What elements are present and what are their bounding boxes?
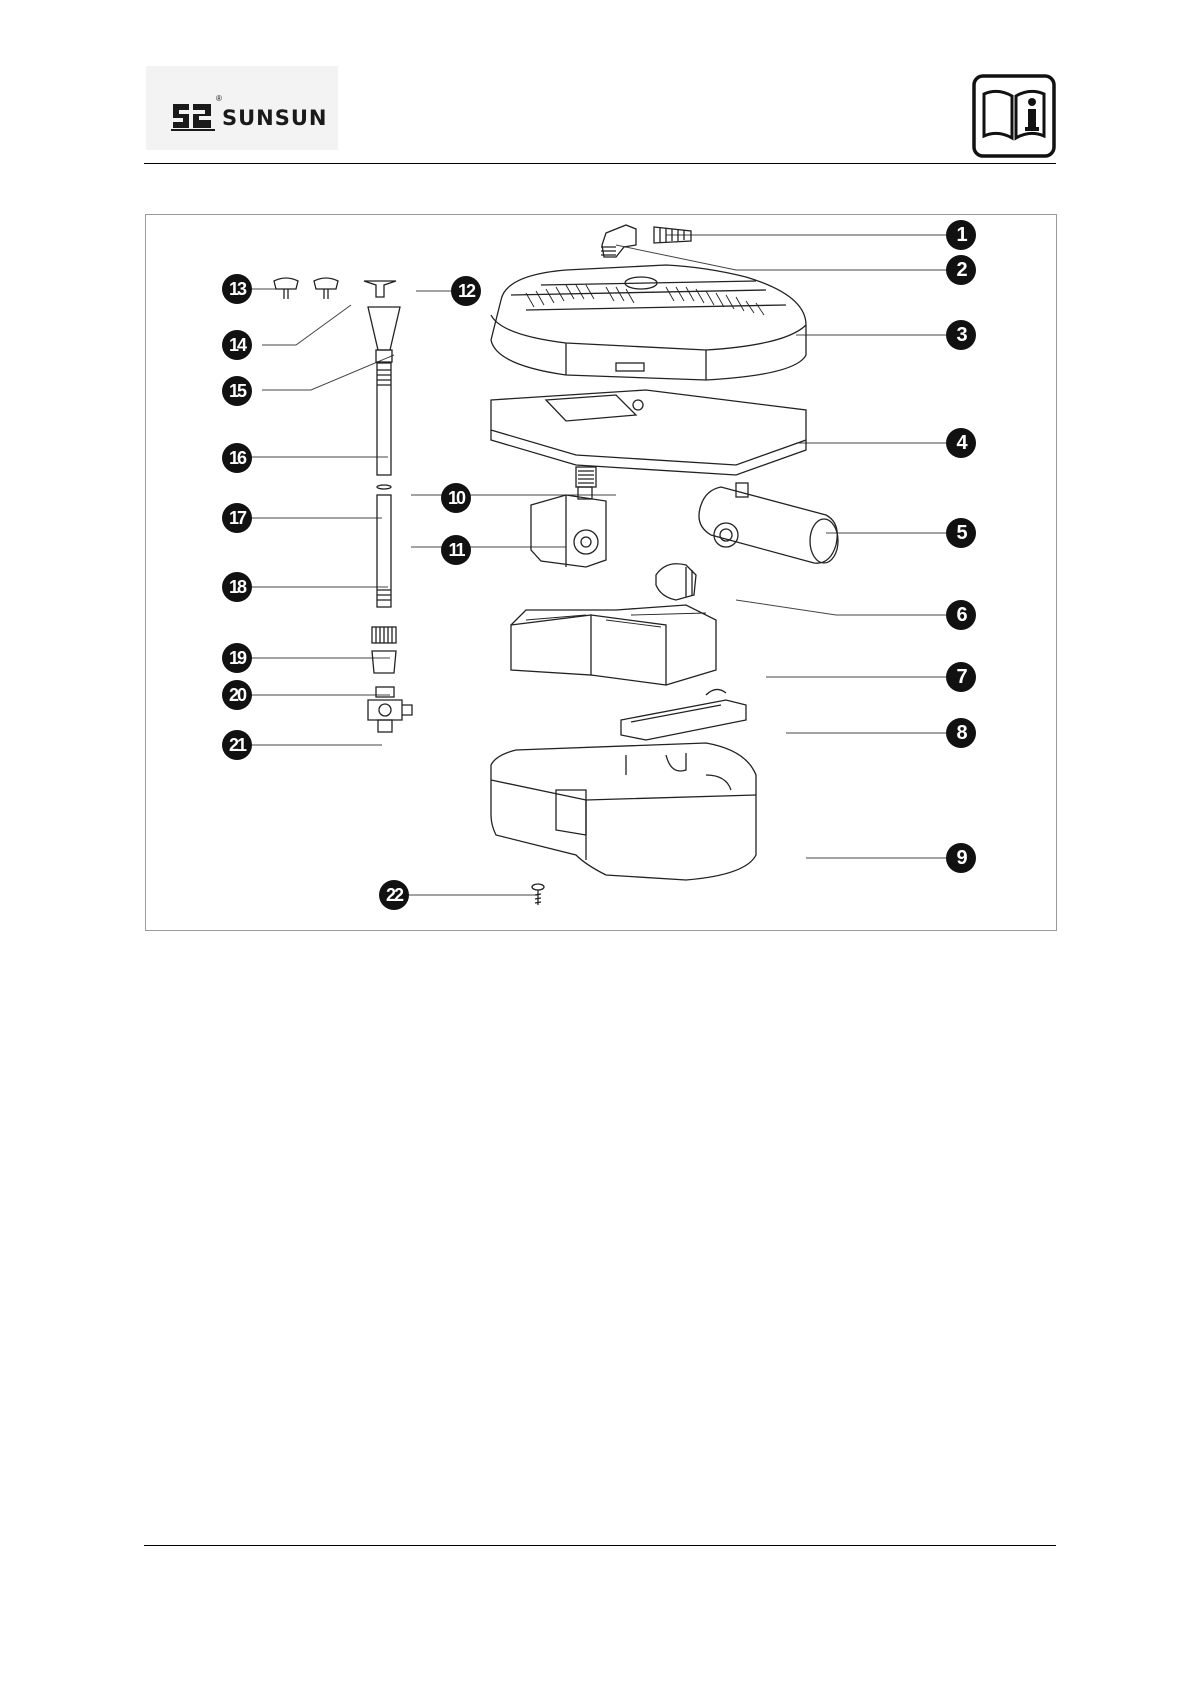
callout-22: 22 (379, 880, 409, 910)
brand-name: SUNSUN (222, 106, 328, 130)
callout-1: 1 (946, 220, 976, 250)
callout-13: 13 (222, 274, 252, 304)
header-rule (144, 163, 1056, 164)
sunsun-logo: ® SUNSUN (146, 66, 338, 150)
callout-4: 4 (946, 428, 976, 458)
part-housing (491, 743, 756, 880)
part-fountain-heads (274, 278, 396, 299)
footer-rule (144, 1545, 1056, 1546)
callout-20: 20 (222, 680, 252, 710)
callout-18: 18 (222, 572, 252, 602)
part-outlet-nozzle (576, 467, 596, 487)
part-pump (531, 487, 606, 567)
part-media-tray (621, 689, 746, 740)
callout-21: 21 (222, 730, 252, 760)
callout-2: 2 (946, 255, 976, 285)
leader-lines (246, 235, 946, 895)
callout-3: 3 (946, 320, 976, 350)
callout-14: 14 (222, 330, 252, 360)
read-manual-info-icon (972, 74, 1056, 158)
callout-6: 6 (946, 600, 976, 630)
part-adapter (372, 651, 396, 673)
registered-mark: ® (216, 94, 222, 103)
part-flow-valve (368, 687, 412, 732)
callout-11: 11 (441, 535, 471, 565)
part-outlet-elbow (656, 564, 696, 600)
callout-19: 19 (222, 643, 252, 673)
callout-15: 15 (222, 376, 252, 406)
callout-12: 12 (451, 276, 481, 306)
part-extension-tube-lower (377, 495, 391, 607)
part-filter-plate (491, 390, 806, 475)
callout-16: 16 (222, 443, 252, 473)
callout-7: 7 (946, 662, 976, 692)
part-nut (372, 627, 396, 643)
part-filter-baskets (511, 605, 716, 685)
sunsun-logo-mark (171, 100, 217, 132)
callout-17: 17 (222, 503, 252, 533)
part-lid (491, 265, 806, 380)
callout-10: 10 (441, 483, 471, 513)
part-nozzle-cone (368, 307, 400, 362)
part-extension-tube-upper (377, 363, 391, 475)
part-elbow (601, 225, 636, 257)
callout-8: 8 (946, 718, 976, 748)
part-uv-clarifier (699, 483, 838, 563)
part-o-ring (377, 485, 391, 489)
exploded-parts-diagram: 1 2 3 4 5 6 7 8 9 10 11 12 13 14 15 16 1… (145, 214, 1057, 931)
callout-5: 5 (946, 518, 976, 548)
callout-9: 9 (946, 843, 976, 873)
